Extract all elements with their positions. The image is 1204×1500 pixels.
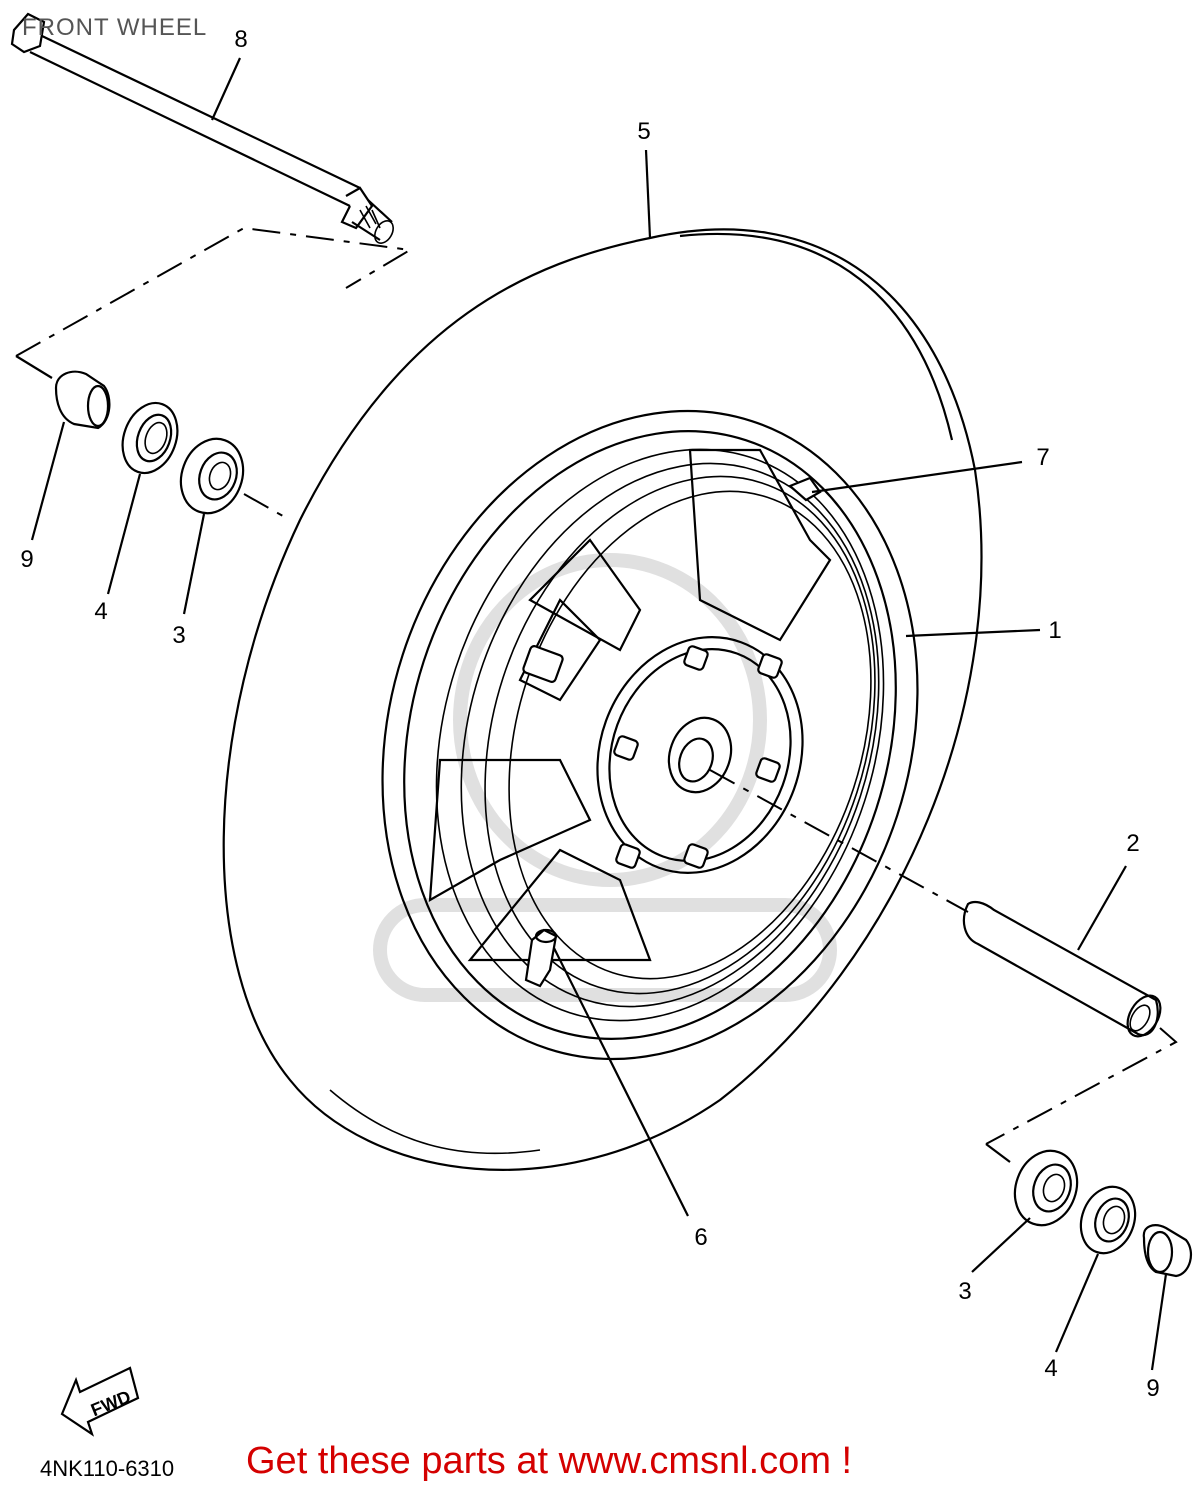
assembly-line-left <box>15 226 413 357</box>
callout-4-left: 4 <box>94 598 108 625</box>
collar-right <box>1142 1224 1193 1278</box>
callout-4-right: 4 <box>1044 1355 1058 1382</box>
callout-8: 8 <box>234 26 248 53</box>
oil-seal-left <box>121 401 179 475</box>
assembly-line-left-drop <box>15 355 53 379</box>
watermark-logo <box>373 553 837 1002</box>
collar-left <box>54 370 111 430</box>
callout-9-left: 9 <box>20 546 34 573</box>
valve <box>524 928 558 988</box>
tire <box>222 228 983 1171</box>
spacer <box>962 900 1162 1038</box>
balance-weight <box>787 476 822 502</box>
leader-lines <box>30 57 1168 1371</box>
callout-2: 2 <box>1126 830 1140 857</box>
assembly-line-left-bearing <box>243 493 291 521</box>
callout-1: 1 <box>1048 617 1062 644</box>
oil-seal-right <box>1079 1185 1137 1255</box>
assembly-line-right-drop <box>985 1143 1011 1163</box>
diagram-code: 4NK110-6310 <box>40 1456 175 1481</box>
callout-6: 6 <box>694 1224 708 1251</box>
wheel-rim <box>381 409 919 1061</box>
callout-7: 7 <box>1036 444 1050 471</box>
assembly-line-right <box>985 1027 1178 1145</box>
fwd-arrow-icon: FWD <box>60 1366 140 1437</box>
callout-3-left: 3 <box>172 622 186 649</box>
callout-9-right: 9 <box>1146 1375 1160 1402</box>
wheel-axle <box>10 12 394 244</box>
page-title: FRONT WHEEL <box>22 14 208 41</box>
bearing-left <box>179 437 245 515</box>
callout-3-right: 3 <box>958 1278 972 1305</box>
bearing-right <box>1013 1149 1079 1227</box>
promo-link[interactable]: Get these parts at www.cmsnl.com ! <box>246 1440 853 1482</box>
callout-5: 5 <box>637 118 651 145</box>
axis-line-right <box>709 769 969 913</box>
